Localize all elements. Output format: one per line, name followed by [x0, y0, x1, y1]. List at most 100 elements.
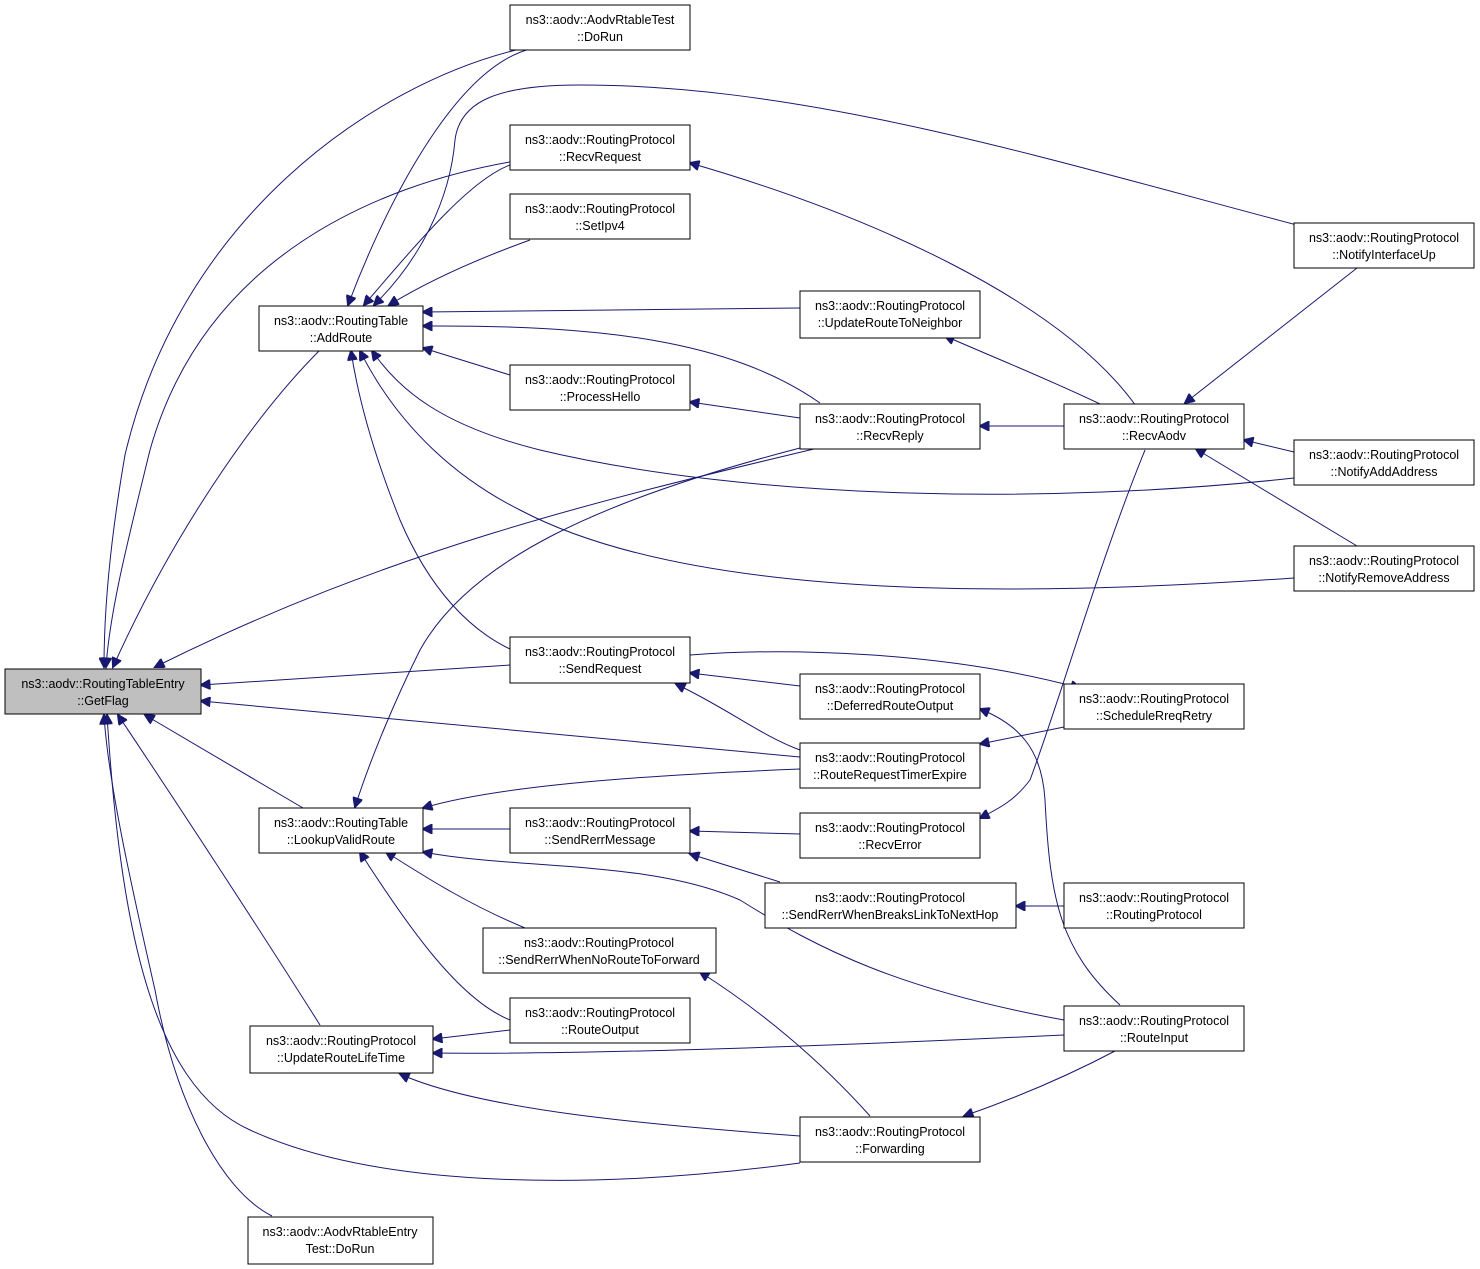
node-routeoutput[interactable]: ns3::aodv::RoutingProtocol ::RouteOutput — [509, 997, 691, 1044]
node-recverror-line2: ::RecvError — [858, 838, 921, 852]
edge-addroute-getflag — [113, 349, 321, 667]
node-schedrreq-line2: ::ScheduleRreqRetry — [1096, 709, 1213, 723]
edge-rreqtimer-lookupvalid — [423, 768, 801, 808]
edge-routeinput-updatelife — [433, 1034, 1065, 1053]
node-recvaodv-line2: ::RecvAodv — [1122, 429, 1187, 443]
edge-recvrequest-getflag — [106, 161, 511, 667]
node-recvreply-line2: ::RecvReply — [856, 429, 924, 443]
edge-noroutefwd-lookupvalid — [386, 852, 526, 929]
edge-rtabletest-getflag — [104, 48, 521, 667]
node-ifaceup-line1: ns3::aodv::RoutingProtocol — [1309, 231, 1459, 245]
node-recvrequest[interactable]: ns3::aodv::RoutingProtocol ::RecvRequest — [509, 124, 691, 171]
node-recvreply[interactable]: ns3::aodv::RoutingProtocol ::RecvReply — [799, 403, 981, 450]
node-sendrequest-line1: ns3::aodv::RoutingProtocol — [525, 645, 675, 659]
edge-sendrequest-getflag — [201, 664, 511, 685]
node-entrytest-line1: ns3::aodv::AodvRtableEntry — [263, 1225, 419, 1239]
node-sendrequest[interactable]: ns3::aodv::RoutingProtocol ::SendRequest — [509, 636, 691, 684]
edge-recvreply-addroute — [423, 326, 821, 404]
node-lookupvalid-line1: ns3::aodv::RoutingTable — [274, 816, 408, 830]
edges — [104, 48, 1358, 1217]
node-remaddr[interactable]: ns3::aodv::RoutingProtocol ::NotifyRemov… — [1293, 545, 1475, 592]
edge-recvreply-getflag — [155, 447, 819, 667]
node-remaddr-line2: ::NotifyRemoveAddress — [1318, 571, 1449, 585]
node-addroute[interactable]: ns3::aodv::RoutingTable ::AddRoute — [258, 305, 424, 352]
node-breakslink-line1: ns3::aodv::RoutingProtocol — [815, 891, 965, 905]
node-rtabletest[interactable]: ns3::aodv::AodvRtableTest ::DoRun — [509, 4, 691, 51]
edge-routeinput-lookupvalid — [423, 852, 1065, 1021]
edge-routeinput-deferred — [980, 709, 1121, 1006]
node-getflag-line2: ::GetFlag — [77, 694, 128, 708]
node-recvrequest-line1: ns3::aodv::RoutingProtocol — [525, 133, 675, 147]
node-lookupvalid-line2: ::LookupValidRoute — [287, 833, 395, 847]
node-setipv4-line1: ns3::aodv::RoutingProtocol — [525, 202, 675, 216]
edge-remaddr-recvaodv — [1196, 449, 1358, 547]
edge-remaddr-addroute — [360, 351, 1295, 590]
node-senderrmsg[interactable]: ns3::aodv::RoutingProtocol ::SendRerrMes… — [509, 807, 691, 854]
node-senderrmsg-line2: ::SendRerrMessage — [544, 833, 655, 847]
edge-forwarding-noroutefwd — [700, 972, 871, 1117]
node-updateneigh[interactable]: ns3::aodv::RoutingProtocol ::UpdateRoute… — [799, 290, 981, 339]
node-updateneigh-line1: ns3::aodv::RoutingProtocol — [815, 299, 965, 313]
node-recvaodv-line1: ns3::aodv::RoutingProtocol — [1079, 412, 1229, 426]
edge-recvaodv-recverror — [980, 449, 1146, 818]
node-routeinput[interactable]: ns3::aodv::RoutingProtocol ::RouteInput — [1063, 1005, 1245, 1052]
node-recvrequest-line2: ::RecvRequest — [559, 150, 642, 164]
node-deferred[interactable]: ns3::aodv::RoutingProtocol ::DeferredRou… — [799, 673, 981, 720]
node-rreqtimer-line2: ::RouteRequestTimerExpire — [813, 768, 967, 782]
node-processhello[interactable]: ns3::aodv::RoutingProtocol ::ProcessHell… — [509, 364, 691, 411]
edge-recvreply-lookupvalid — [355, 447, 801, 807]
edge-rreqtimer-sendrequest — [676, 684, 801, 751]
node-routeinput-line2: ::RouteInput — [1120, 1031, 1189, 1045]
node-forwarding[interactable]: ns3::aodv::RoutingProtocol ::Forwarding — [799, 1116, 981, 1163]
edge-recvreply-processhello — [690, 402, 801, 419]
node-entrytest[interactable]: ns3::aodv::AodvRtableEntry Test::DoRun — [247, 1216, 434, 1265]
node-ifaceup[interactable]: ns3::aodv::RoutingProtocol ::NotifyInter… — [1293, 222, 1475, 269]
edge-setipv4-addroute — [389, 239, 531, 305]
node-noroutefwd[interactable]: ns3::aodv::RoutingProtocol ::SendRerrWhe… — [482, 927, 717, 974]
node-addaddr-line1: ns3::aodv::RoutingProtocol — [1309, 448, 1459, 462]
edge-addaddr-addroute — [372, 351, 1295, 495]
edge-addaddr-recvaodv — [1244, 440, 1295, 453]
node-deferred-line1: ns3::aodv::RoutingProtocol — [815, 682, 965, 696]
node-deferred-line2: ::DeferredRouteOutput — [827, 699, 954, 713]
edge-updateneigh-addroute — [423, 308, 801, 312]
node-recvaodv[interactable]: ns3::aodv::RoutingProtocol ::RecvAodv — [1063, 403, 1245, 450]
edge-ifaceup-addroute — [374, 84, 1309, 305]
node-addaddr[interactable]: ns3::aodv::RoutingProtocol ::NotifyAddAd… — [1293, 439, 1475, 486]
edge-forwarding-updatelife — [400, 1074, 801, 1137]
node-entrytest-line2: Test::DoRun — [306, 1242, 375, 1256]
node-ctor[interactable]: ns3::aodv::RoutingProtocol ::RoutingProt… — [1063, 882, 1245, 929]
node-schedrreq[interactable]: ns3::aodv::RoutingProtocol ::ScheduleRre… — [1063, 683, 1245, 730]
node-noroutefwd-line2: ::SendRerrWhenNoRouteToForward — [498, 953, 700, 967]
node-recverror[interactable]: ns3::aodv::RoutingProtocol ::RecvError — [799, 812, 981, 859]
node-updatelife-line2: ::UpdateRouteLifeTime — [277, 1051, 405, 1065]
node-ifaceup-line2: ::NotifyInterfaceUp — [1332, 248, 1436, 262]
edge-rtabletest-addroute — [348, 48, 531, 305]
node-addroute-line1: ns3::aodv::RoutingTable — [274, 314, 408, 328]
node-updatelife[interactable]: ns3::aodv::RoutingProtocol ::UpdateRoute… — [249, 1025, 434, 1074]
node-routeoutput-line2: ::RouteOutput — [561, 1023, 639, 1037]
node-getflag[interactable]: ns3::aodv::RoutingTableEntry ::GetFlag — [4, 668, 202, 715]
node-lookupvalid[interactable]: ns3::aodv::RoutingTable ::LookupValidRou… — [258, 807, 424, 854]
edge-recvrequest-addroute — [364, 164, 511, 305]
node-forwarding-line2: ::Forwarding — [855, 1142, 925, 1156]
node-processhello-line2: ::ProcessHello — [560, 390, 641, 404]
edge-sendrequest-addroute — [351, 351, 511, 650]
node-setipv4[interactable]: ns3::aodv::RoutingProtocol ::SetIpv4 — [509, 193, 691, 240]
edge-routeoutput-updatelife — [433, 1029, 511, 1039]
node-recverror-line1: ns3::aodv::RoutingProtocol — [815, 821, 965, 835]
node-rtabletest-line1: ns3::aodv::AodvRtableTest — [526, 13, 675, 27]
edge-schedrreq-sendrequest — [689, 651, 1080, 688]
node-noroutefwd-line1: ns3::aodv::RoutingProtocol — [524, 936, 674, 950]
edge-forwarding-getflag — [107, 715, 801, 1181]
node-schedrreq-line1: ns3::aodv::RoutingProtocol — [1079, 692, 1229, 706]
node-rtabletest-line2: ::DoRun — [577, 30, 623, 44]
node-routeinput-line1: ns3::aodv::RoutingProtocol — [1079, 1014, 1229, 1028]
node-breakslink[interactable]: ns3::aodv::RoutingProtocol ::SendRerrWhe… — [764, 882, 1017, 929]
node-ctor-line1: ns3::aodv::RoutingProtocol — [1079, 891, 1229, 905]
edge-lookupvalid-getflag — [145, 715, 304, 809]
nodes: ns3::aodv::RoutingTableEntry ::GetFlag n… — [4, 4, 1475, 1265]
node-rreqtimer[interactable]: ns3::aodv::RoutingProtocol ::RouteReques… — [799, 742, 981, 789]
node-breakslink-line2: ::SendRerrWhenBreaksLinkToNextHop — [782, 908, 999, 922]
